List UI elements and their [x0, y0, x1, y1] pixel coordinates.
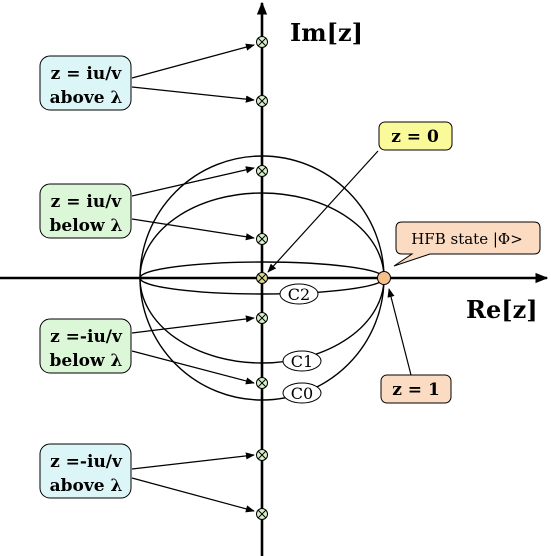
pole-marker [256, 95, 268, 107]
callout-above-pos-line1: z = iu/v [51, 64, 123, 84]
imaginary-axis-label: Im[z] [290, 18, 363, 47]
pole-marker [256, 233, 268, 245]
callout-below-neg: z =-iu/v below λ [39, 318, 132, 374]
arrow-above-pos-2 [131, 86, 255, 103]
pole-marker [256, 508, 268, 520]
arrow-one [387, 288, 412, 376]
arrow-above-neg-2 [131, 477, 255, 513]
callout-hfb-state: HFB state |Φ> [393, 221, 541, 267]
contour-label-c2-text: C2 [288, 285, 310, 304]
callout-one-text: z = 1 [392, 380, 440, 400]
callout-above-neg-line2: above λ [50, 476, 123, 496]
arrow-below-neg-2 [131, 350, 255, 385]
arrow-below-neg-1 [131, 315, 255, 334]
pole-marker [256, 377, 268, 389]
callout-below-pos-line1: z = iu/v [51, 192, 123, 212]
callout-above-neg-line1: z =-iu/v [50, 452, 123, 472]
contour-label-c0-text: C0 [291, 384, 313, 403]
point-z-one [377, 271, 391, 285]
origin-marker [256, 272, 268, 284]
callout-above-neg: z =-iu/v above λ [39, 443, 132, 499]
arrow-above-pos-1 [131, 43, 255, 79]
pole-marker [256, 165, 268, 177]
callout-hfb-state-text: HFB state |Φ> [411, 230, 523, 248]
real-axis-label: Re[z] [466, 295, 538, 324]
arrow-origin [267, 150, 379, 273]
callout-above-pos: z = iu/v above λ [39, 55, 132, 111]
arrow-below-pos-1 [131, 166, 255, 197]
contour-label-c1-text: C1 [291, 352, 313, 371]
pole-marker [256, 36, 268, 48]
arrow-below-pos-2 [131, 218, 255, 241]
callout-above-pos-line2: above λ [50, 88, 123, 108]
contour-label-c0: C0 [282, 382, 322, 404]
callout-below-pos: z = iu/v below λ [39, 183, 132, 239]
callout-origin-text: z = 0 [391, 127, 439, 147]
callout-arrows [131, 43, 412, 513]
pole-marker [256, 449, 268, 461]
callout-below-neg-line2: below λ [50, 351, 123, 371]
arrow-above-neg-1 [131, 452, 255, 470]
callout-origin: z = 0 [378, 121, 453, 151]
callout-below-pos-line2: below λ [50, 216, 123, 236]
pole-marker [256, 312, 268, 324]
contour-label-c1: C1 [282, 350, 322, 372]
contour-label-c2: C2 [279, 283, 319, 305]
pole-markers [256, 36, 268, 520]
callout-one: z = 1 [380, 374, 452, 404]
callout-below-neg-line1: z =-iu/v [50, 327, 123, 347]
